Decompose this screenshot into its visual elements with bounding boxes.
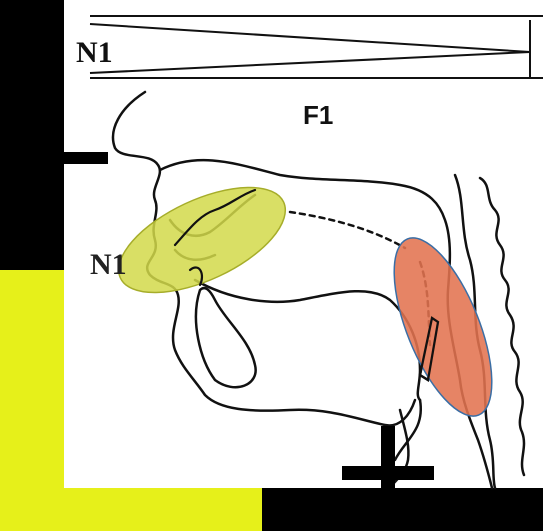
- minus-sign: [18, 152, 108, 164]
- label-n1-mid: N1: [90, 248, 127, 281]
- label-f1: F1: [303, 100, 333, 130]
- label-n1-top: N1: [76, 36, 113, 69]
